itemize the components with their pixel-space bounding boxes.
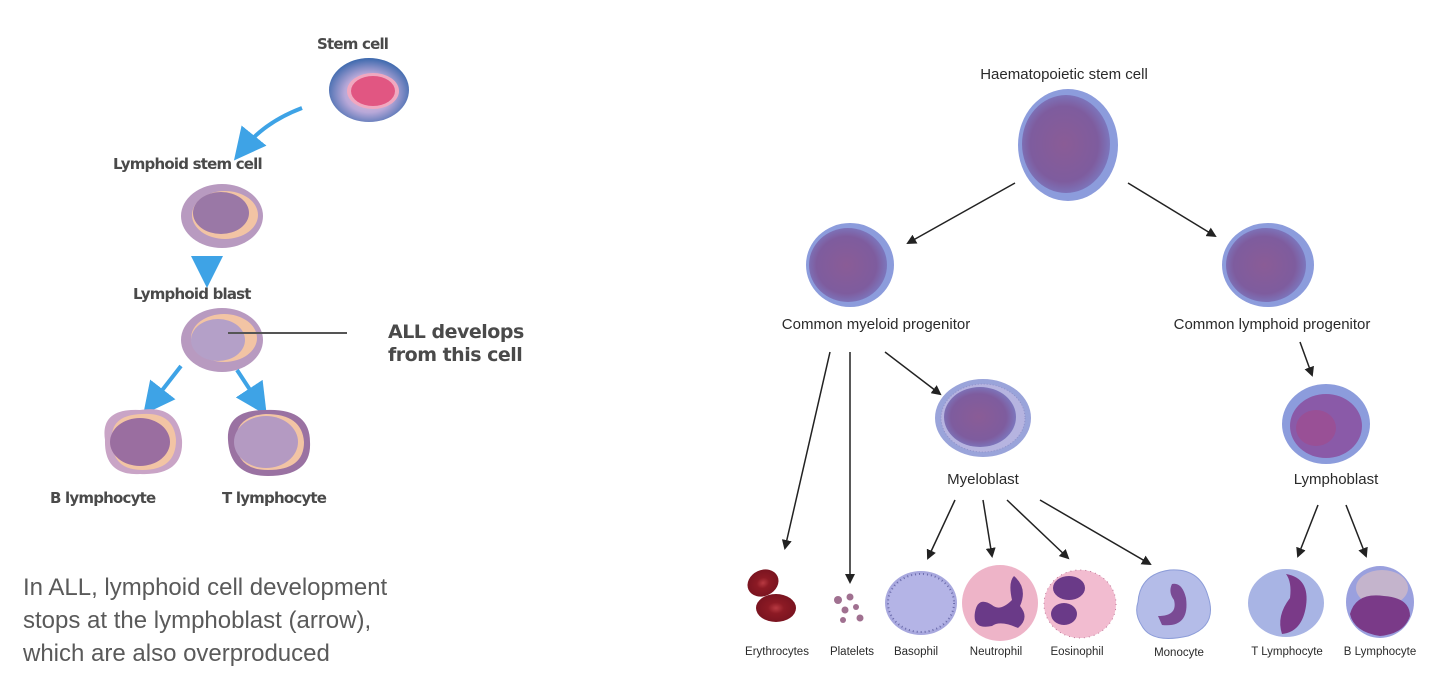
arrow-myeloblast-to-basophil: [926, 499, 956, 560]
caption-line-2: stops at the lymphoblast (arrow),: [23, 607, 372, 634]
label-stem-cell: Stem cell: [317, 35, 389, 53]
label-monocyte: Monocyte: [1154, 647, 1204, 659]
annotation-line-2: from this cell: [388, 344, 523, 366]
annotation-line-1: ALL develops: [388, 321, 524, 343]
haematopoietic-stem-cell: [1018, 89, 1118, 201]
caption-line-3: which are also overproduced: [23, 640, 330, 667]
label-common-lymphoid-progenitor: Common lymphoid progenitor: [1173, 316, 1371, 333]
arrow-blast-to-t: [235, 368, 267, 416]
arrow-lymphoblast-to-b: [1345, 504, 1368, 558]
label-b-lymphocyte: B lymphocyte: [50, 489, 156, 507]
stem-cell: [329, 58, 409, 122]
label-eosinophil: Eosinophil: [1050, 646, 1104, 658]
arrow-clp-to-lymphoblast: [1299, 341, 1314, 377]
arrow-myeloblast-to-neutrophil: [982, 499, 996, 558]
label-erythrocytes: Erythrocytes: [745, 646, 809, 658]
arrow-hsc-to-cmp: [906, 182, 1016, 244]
erythrocytes-cells: [747, 569, 796, 622]
label-myeloblast: Myeloblast: [947, 471, 1019, 488]
arrow-myeloblast-to-eosinophil: [1006, 499, 1070, 560]
lymphoblast-cell: [1282, 384, 1370, 464]
arrow-hsc-to-clp: [1127, 182, 1217, 238]
annotation-all-develops: ALL develops from this cell: [388, 321, 524, 367]
right-arrows: [781, 182, 1368, 584]
platelets-cells: [834, 593, 864, 623]
common-myeloid-progenitor-cell: [806, 223, 894, 307]
caption: In ALL, lymphoid cell development stops …: [23, 571, 387, 670]
neutrophil-cell: [962, 565, 1038, 641]
label-t-lymphocyte: T lymphocyte: [222, 489, 327, 507]
t-lymphocyte-cell: [227, 409, 311, 476]
label-basophil: Basophil: [893, 646, 939, 658]
caption-line-1: In ALL, lymphoid cell development: [23, 574, 388, 601]
label-lymphoid-blast: Lymphoid blast: [133, 285, 251, 303]
monocyte-cell: [1136, 569, 1211, 639]
label-lymphoblast: Lymphoblast: [1293, 471, 1379, 488]
label-common-myeloid-progenitor: Common myeloid progenitor: [781, 316, 971, 333]
label-haematopoietic-stem-cell: Haematopoietic stem cell: [980, 66, 1148, 83]
label-b-lymphocyte-right: B Lymphocyte: [1343, 646, 1417, 658]
arrow-lymphoblast-to-t: [1296, 504, 1319, 558]
eosinophil-cell: [1043, 569, 1117, 639]
myeloblast-cell: [935, 379, 1031, 457]
label-platelets: Platelets: [829, 646, 875, 658]
arrow-stem-to-lymphoid: [233, 106, 303, 161]
label-neutrophil: Neutrophil: [969, 646, 1023, 658]
lymphoid-stem-cell: [181, 184, 263, 248]
basophil-cell: [885, 571, 957, 635]
arrow-cmp-to-erythrocytes: [781, 351, 831, 550]
label-t-lymphocyte-right: T Lymphocyte: [1251, 646, 1323, 658]
arrow-myeloblast-to-monocyte: [1039, 499, 1152, 566]
label-lymphoid-stem-cell: Lymphoid stem cell: [113, 155, 263, 173]
arrow-blast-to-b: [143, 364, 183, 415]
b-lymphocyte-cell: [104, 409, 183, 475]
b-lymphocyte-right-cell: [1346, 566, 1414, 638]
lymphoid-blast-cell: [181, 308, 263, 372]
common-lymphoid-progenitor-cell: [1222, 223, 1314, 307]
arrow-cmp-to-myeloblast: [884, 351, 942, 396]
t-lymphocyte-right-cell: [1248, 569, 1324, 637]
